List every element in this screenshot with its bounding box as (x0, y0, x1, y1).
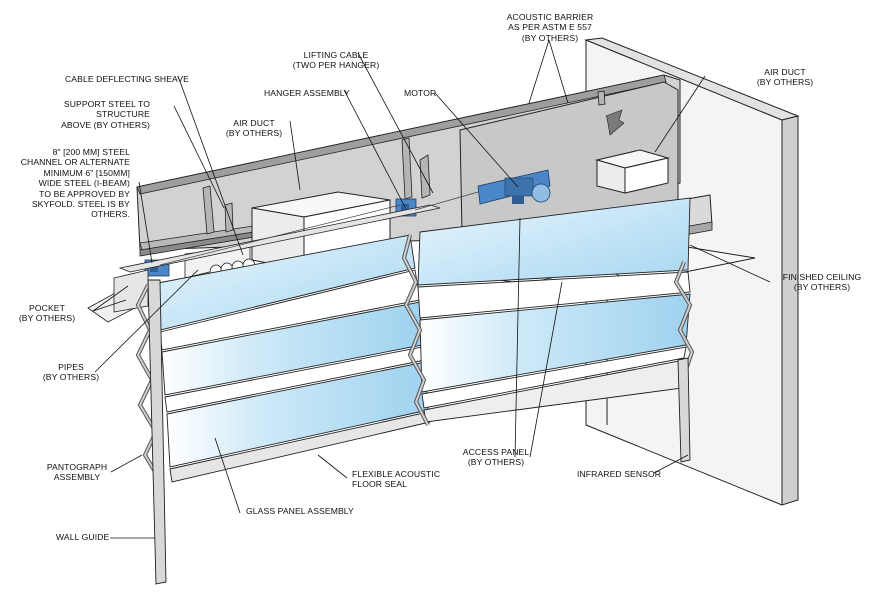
label-glass-panel-assembly: GLASS PANEL ASSEMBLY (246, 506, 354, 516)
lifting-cables (159, 191, 479, 266)
label-infrared-sensor: INFRARED SENSOR (577, 469, 662, 479)
motor (477, 169, 551, 205)
label-finished-ceiling: FINISHED CEILING (BY OTHERS) (782, 272, 862, 293)
label-lifting-cable: LIFTING CABLE (TWO PER HANGER) (292, 50, 380, 71)
wall-guide (147, 279, 691, 585)
label-pantograph-assembly: PANTOGRAPH ASSEMBLY (46, 462, 108, 483)
label-motor: MOTOR (404, 88, 437, 98)
glass-panel-assembly (157, 197, 691, 483)
leader-lines (92, 39, 771, 539)
label-pipes: PIPES (BY OTHERS) (42, 362, 100, 383)
label-air-duct-left: AIR DUCT (BY OTHERS) (225, 118, 283, 139)
air-duct-right (595, 109, 670, 194)
label-acoustic-barrier: ACOUSTIC BARRIER AS PER ASTM E 557 (BY O… (506, 12, 594, 43)
pantograph-assembly (135, 234, 695, 487)
label-support-steel: SUPPORT STEEL TO STRUCTURE ABOVE (BY OTH… (61, 99, 150, 130)
label-air-duct-right: AIR DUCT (BY OTHERS) (756, 67, 814, 88)
label-access-panel: ACCESS PANEL (BY OTHERS) (462, 447, 530, 468)
label-wall-guide: WALL GUIDE (56, 532, 110, 542)
label-hanger-assembly: HANGER ASSEMBLY (264, 88, 350, 98)
label-floor-seal: FLEXIBLE ACOUSTIC FLOOR SEAL (352, 469, 441, 490)
label-pocket: POCKET (BY OTHERS) (18, 303, 76, 324)
label-steel-channel: 8" [200 mm] STEEL CHANNEL OR ALTERNATE M… (20, 147, 130, 220)
label-cable-deflecting-sheave: CABLE DEFLECTING SHEAVE (65, 74, 189, 84)
